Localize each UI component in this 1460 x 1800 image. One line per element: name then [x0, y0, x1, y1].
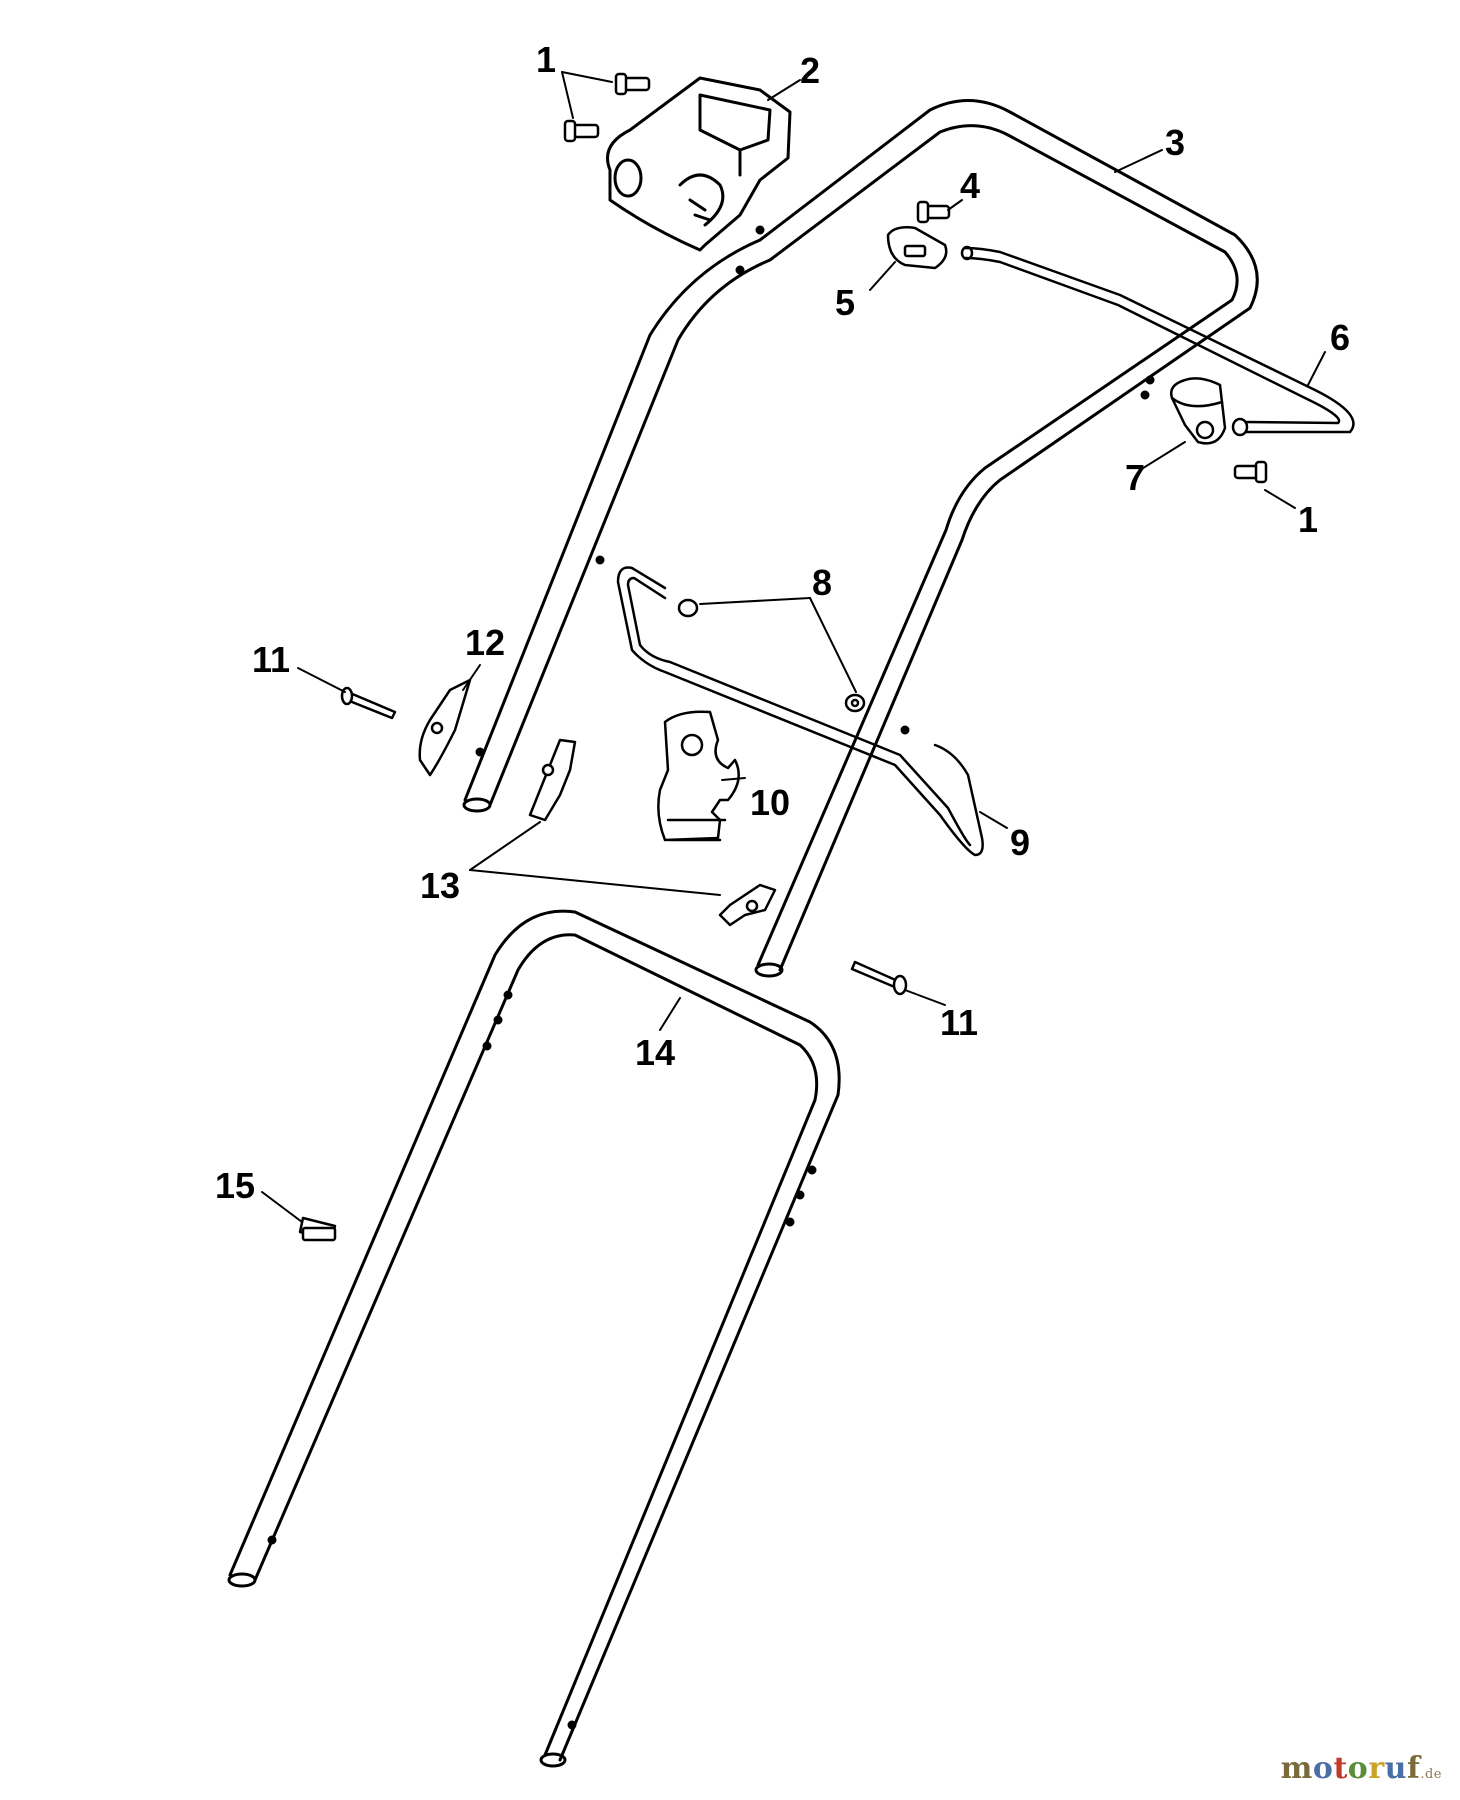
callout-11-right: 11: [940, 1002, 978, 1043]
watermark-suffix: .de: [1420, 1767, 1442, 1782]
callout-13: 13: [420, 865, 460, 906]
bolt-11-left: [342, 688, 395, 718]
watermark-letter: f: [1406, 1751, 1421, 1786]
watermark-logo: motoruf: [1281, 1751, 1421, 1786]
washer-8: [679, 600, 697, 616]
callout-6: 6: [1330, 317, 1350, 358]
watermark-letter: u: [1384, 1751, 1407, 1786]
cable-guide-10: [658, 712, 738, 840]
watermark-letter: o: [1312, 1751, 1334, 1786]
wire-rod-9: [618, 568, 983, 855]
lever-clamp-7: [1171, 378, 1225, 443]
callout-7: 7: [1125, 457, 1145, 498]
callout-4: 4: [960, 165, 980, 206]
nut-8: [846, 695, 864, 711]
switch-housing: [608, 78, 791, 250]
bail-lever-6: [962, 247, 1353, 435]
screw-top-right: [616, 74, 649, 94]
callout-9: 9: [1010, 822, 1030, 863]
callout-1: 1: [536, 39, 556, 80]
callout-8: 8: [812, 562, 832, 603]
lower-handle: [229, 911, 839, 1766]
wing-knob-13-upper: [530, 740, 575, 820]
callout-1-right: 1: [1298, 499, 1318, 540]
watermark-letter: o: [1347, 1751, 1369, 1786]
screw-4: [918, 202, 949, 222]
wing-knob-13-lower: [720, 885, 775, 925]
screw-top-left: [565, 121, 598, 141]
bracket-12: [420, 680, 470, 775]
bolt-11-right: [852, 962, 906, 994]
cable-clip-5: [888, 227, 946, 268]
motoruf-watermark: motoruf.de: [1281, 1751, 1442, 1786]
watermark-letter: m: [1280, 1751, 1313, 1786]
leader-lines: [261, 71, 1326, 1223]
watermark-letter: r: [1368, 1751, 1385, 1786]
callout-5: 5: [835, 282, 855, 323]
callout-14: 14: [635, 1032, 675, 1073]
callout-11-left: 11: [252, 639, 290, 680]
watermark-letter: t: [1333, 1751, 1348, 1786]
end-cap-15: [300, 1218, 335, 1240]
callout-3: 3: [1165, 122, 1185, 163]
callout-2: 2: [800, 50, 820, 91]
callout-10: 10: [750, 782, 790, 823]
upper-handle: [464, 100, 1257, 976]
callout-12: 12: [465, 622, 505, 663]
callout-15: 15: [215, 1165, 255, 1206]
callout-labels: 1 2 3 4 5 6 7 1 8 11 12 10 9 13 11 14 15: [215, 39, 1350, 1206]
screw-right: [1235, 462, 1266, 482]
